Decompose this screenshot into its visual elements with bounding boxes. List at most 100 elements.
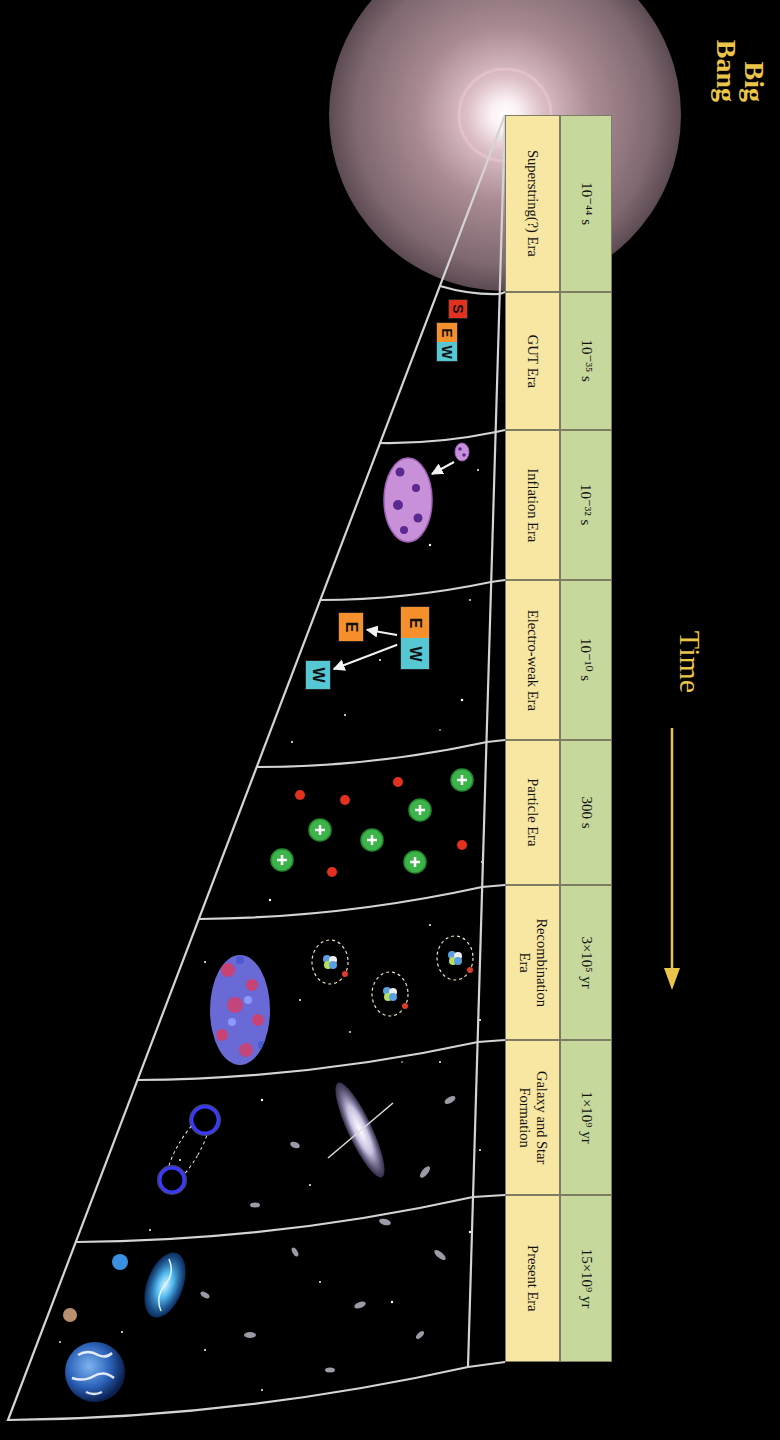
star (309, 1184, 311, 1186)
inflated-universe (384, 458, 432, 542)
era-name: Inflation Era (524, 451, 541, 559)
star (121, 1331, 123, 1333)
era-cell: Present Era (505, 1195, 560, 1362)
black-hole-glow (160, 1168, 184, 1192)
small-galaxy (290, 1246, 299, 1257)
label-holder: Big Bang (680, 2, 780, 122)
galaxy-figure (159, 1078, 393, 1192)
density-dot (400, 526, 408, 534)
spiral-galaxy (136, 1247, 193, 1323)
time-label: Time (675, 631, 705, 693)
hot-spot (252, 1014, 264, 1026)
hot-spot (221, 963, 235, 977)
cold-spot (228, 1018, 236, 1026)
cold-spot (258, 1041, 266, 1049)
galaxy-jet (328, 1103, 393, 1158)
electron (393, 777, 403, 787)
small-galaxy (418, 1165, 432, 1180)
black-hole-glow (192, 1107, 218, 1133)
time-value: 10⁻¹⁰ s (577, 638, 594, 681)
time-cone (8, 115, 505, 1420)
proton (409, 799, 431, 821)
big-bang-glow (329, 0, 681, 291)
era-cell: GUT Era (505, 292, 560, 430)
star (179, 1159, 181, 1161)
era-cell: Recombination Era (505, 885, 560, 1040)
small-galaxy (353, 1300, 366, 1310)
strong-force-box: S (448, 299, 468, 319)
star (439, 729, 441, 731)
hot-spot (246, 979, 258, 991)
split-arrow (367, 630, 397, 635)
earth-clouds (72, 1352, 114, 1394)
time-cell: 1×10⁹ yr (560, 1040, 612, 1195)
galaxy (327, 1078, 393, 1182)
density-dot (414, 514, 423, 523)
label-holder: Time (630, 602, 750, 722)
particle-soup (271, 769, 473, 877)
electroweak-box: EW (400, 606, 430, 670)
time-value: 1×10⁹ yr (577, 1091, 594, 1143)
cold-spot (244, 996, 252, 1004)
time-value: 10⁻³⁵ s (577, 340, 594, 382)
era-boundary (257, 740, 505, 767)
hot-spot (227, 997, 243, 1013)
electron (295, 790, 305, 800)
star-field (59, 469, 483, 1391)
atom (372, 972, 408, 1016)
small-galaxy (415, 1330, 426, 1341)
weak-force-box: W (305, 660, 331, 690)
star (439, 1061, 441, 1063)
star (479, 1149, 481, 1151)
era-cell: Galaxy and Star Formation (505, 1040, 560, 1195)
hot-spot (239, 1043, 253, 1057)
star (291, 741, 293, 743)
time-cell: 10⁻¹⁰ s (560, 580, 612, 740)
small-galaxy (378, 1218, 391, 1227)
time-value: 10⁻⁴⁴ s (577, 182, 594, 225)
force-letter: W (310, 667, 326, 682)
era-name: Galaxy and Star Formation (516, 1064, 549, 1172)
density-dot (393, 500, 403, 510)
time-value: 3×10⁵ yr (577, 936, 594, 988)
radiation-mottling (216, 956, 266, 1057)
era-boundary (137, 1040, 505, 1080)
force-letter: W (407, 646, 423, 661)
force-swatch: W (437, 342, 457, 361)
star (469, 599, 471, 601)
era-cell: Superstring(?) Era (505, 115, 560, 292)
blue-planet (112, 1254, 128, 1270)
star (59, 1341, 61, 1343)
star (401, 1061, 403, 1063)
present-figure (63, 1247, 194, 1402)
time-cell: 3×10⁵ yr (560, 885, 612, 1040)
hot-spot (216, 1029, 228, 1041)
time-cell: 300 s (560, 740, 612, 885)
small-galaxy (443, 1094, 456, 1105)
era-boundary (199, 885, 505, 919)
small-universe (455, 443, 469, 461)
split-arrow (334, 645, 397, 669)
star (319, 1281, 321, 1283)
era-name: GUT Era (524, 307, 541, 415)
star (379, 659, 381, 661)
electromagnetic-box: E (338, 612, 364, 642)
small-galaxy (199, 1290, 210, 1299)
spiral-arm (159, 1259, 172, 1311)
era-boundary (380, 430, 505, 443)
force-letter: S (451, 304, 465, 313)
density-dot (462, 453, 466, 457)
electron (340, 795, 350, 805)
star (349, 1031, 351, 1033)
time-cell: 10⁻³⁵ s (560, 292, 612, 430)
star (469, 1231, 471, 1233)
star (261, 1389, 263, 1391)
force-letter: W (440, 345, 454, 358)
time-cell: 15×10⁹ yr (560, 1195, 612, 1362)
time-value: 15×10⁹ yr (577, 1249, 594, 1309)
force-letter: E (440, 328, 454, 337)
star (429, 544, 431, 546)
black-hole (160, 1168, 184, 1192)
era-cell: Electro-weak Era (505, 580, 560, 740)
